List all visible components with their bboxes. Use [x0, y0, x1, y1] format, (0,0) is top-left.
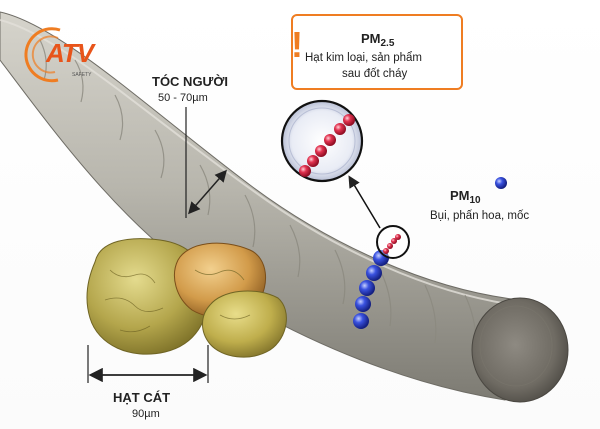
- logo-subtext: SAFETY: [72, 72, 92, 78]
- pm25-label: PM2.5: [361, 31, 395, 49]
- sand-size: 90µm: [132, 408, 160, 420]
- pm10-label-text: PM: [450, 188, 470, 203]
- zoom-arrow: [348, 175, 381, 229]
- pm10-description: Bụi, phấn hoa, mốc: [430, 210, 530, 222]
- pm25-label-text: PM: [361, 31, 381, 46]
- pm25-description-line2: sau đốt cháy: [342, 68, 408, 80]
- pm25-callout: [291, 14, 463, 90]
- pm25-subscript: 2.5: [380, 38, 395, 49]
- pm25-description-line1: Hạt kim loại, sản phẩm: [305, 52, 422, 64]
- hair-title: TÓC NGƯỜI: [152, 74, 229, 89]
- sand-title: HẠT CÁT: [113, 390, 171, 405]
- logo: ATV: [46, 38, 94, 68]
- hair-width-indicator: [185, 107, 227, 218]
- sand-grains: [86, 238, 287, 358]
- pm10-subscript: 10: [469, 195, 481, 206]
- hair-size: 50 - 70µm: [158, 92, 208, 104]
- alert-icon: !: [291, 24, 303, 65]
- pm10-legend-particle: [495, 177, 507, 189]
- pm10-label: PM10: [450, 188, 481, 206]
- pm10-particle-chain: [353, 250, 389, 329]
- small-magnifier: [376, 225, 410, 259]
- hair-strand: [0, 11, 569, 403]
- logo-icon: [24, 27, 61, 83]
- large-magnifier: [280, 99, 364, 183]
- sand-width-indicator: [87, 345, 209, 383]
